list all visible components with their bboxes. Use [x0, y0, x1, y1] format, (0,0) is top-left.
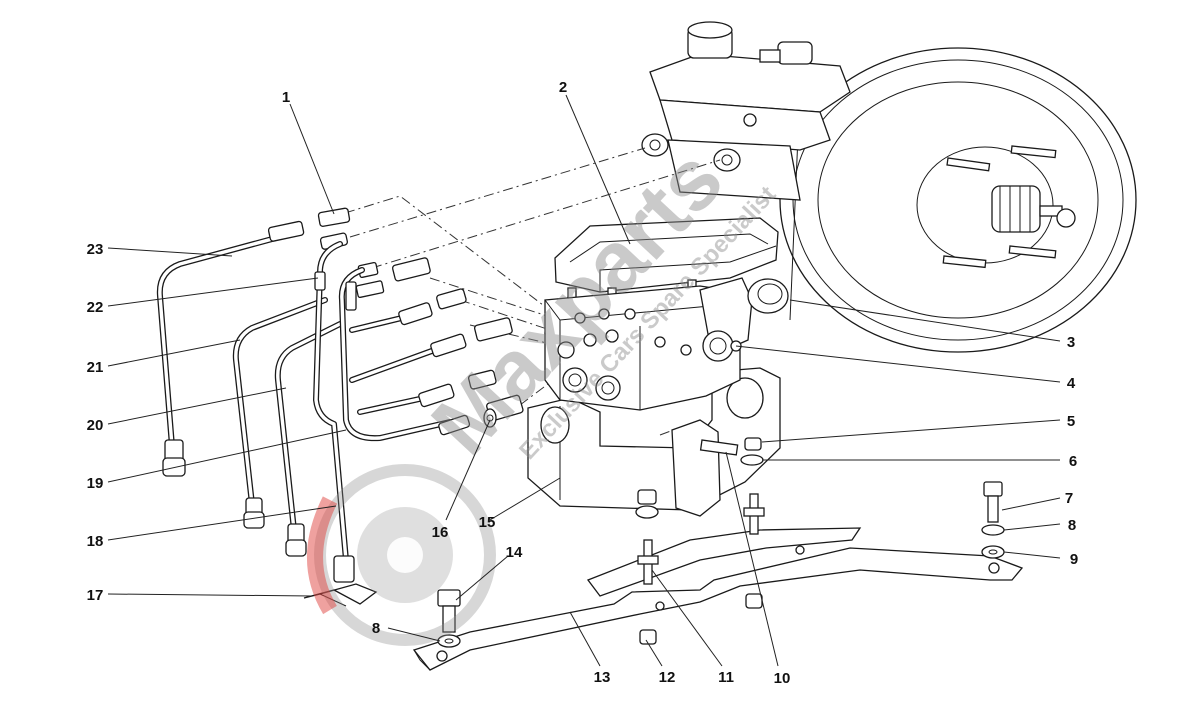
watermark-red-arc — [307, 496, 338, 615]
base-plate — [412, 527, 1024, 671]
callout-3: 3 — [1067, 334, 1075, 351]
callout-19: 19 — [87, 475, 104, 492]
callout-23: 23 — [87, 241, 104, 258]
leader-lines — [107, 94, 1061, 667]
callout-labels: 1 2 3 4 5 6 7 8 8 9 10 11 12 13 14 15 16… — [87, 79, 1079, 687]
callout-16: 16 — [432, 524, 449, 541]
callout-8-right: 8 — [1068, 517, 1076, 534]
grommet — [747, 278, 789, 314]
callout-18: 18 — [87, 533, 104, 550]
callout-1: 1 — [282, 89, 290, 106]
callout-7: 7 — [1065, 490, 1073, 507]
master-cylinder — [641, 21, 851, 201]
brake-booster — [779, 47, 1137, 353]
callout-6: 6 — [1069, 453, 1077, 470]
callout-4: 4 — [1067, 375, 1076, 392]
callout-17: 17 — [87, 587, 104, 604]
callout-12: 12 — [659, 669, 676, 686]
abs-bracket — [527, 367, 781, 517]
callout-9: 9 — [1070, 551, 1078, 568]
brake-pipes — [156, 220, 471, 583]
callout-20: 20 — [87, 417, 104, 434]
pipe-fittings — [317, 207, 524, 428]
callout-15: 15 — [479, 514, 496, 531]
callout-21: 21 — [87, 359, 104, 376]
callout-8-left: 8 — [372, 620, 380, 637]
callout-11: 11 — [718, 669, 734, 686]
callout-13: 13 — [594, 669, 611, 686]
callout-22: 22 — [87, 299, 104, 316]
abs-hydraulic-unit — [544, 217, 779, 411]
callout-5: 5 — [1067, 413, 1075, 430]
callout-14: 14 — [506, 544, 523, 561]
callout-2: 2 — [559, 79, 567, 96]
callout-10: 10 — [774, 670, 791, 687]
hardware — [437, 437, 1005, 648]
